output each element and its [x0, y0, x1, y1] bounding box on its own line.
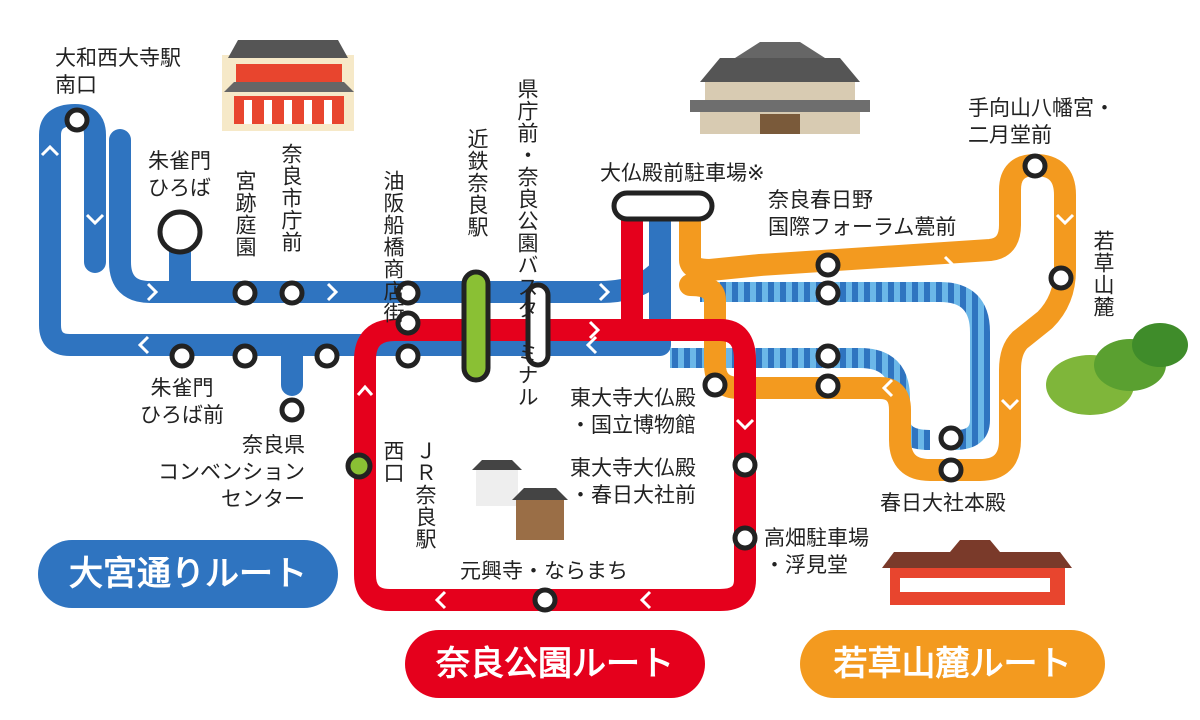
naramachi-houses-illustration — [472, 460, 568, 540]
station-blue-3[interactable] — [314, 343, 340, 369]
label-kencho-bus: 県庁前・奈良公園バスターミナル — [515, 78, 539, 408]
station-wakakusa-sanroku[interactable] — [1048, 265, 1074, 291]
label-nishiguchi: 西口 — [381, 440, 405, 484]
station-gangoji[interactable] — [532, 587, 558, 613]
legend-nara-park-route: 奈良公園ルート — [405, 630, 705, 698]
label-kintetsu-nara: 近鉄奈良駅 — [465, 128, 489, 238]
wakakusa-hills-illustration — [1046, 323, 1188, 415]
direction-arrows — [40, 144, 1075, 610]
label-kasugano: 奈良春日野 国際フォーラム甍前 — [768, 188, 957, 239]
station-nara-shiyakusho[interactable] — [279, 280, 305, 306]
station-suzakumon-hiroba[interactable] — [157, 209, 203, 255]
station-abura-sakafune[interactable] — [395, 280, 421, 306]
station-abura-sakafune-2[interactable] — [395, 310, 421, 336]
label-suzakumon-mae: 朱雀門 ひろば前 — [140, 376, 224, 427]
station-kasugano[interactable] — [815, 252, 841, 278]
station-kintetsu-nara[interactable] — [461, 269, 491, 383]
station-blue-2[interactable] — [232, 343, 258, 369]
label-todaiji-museum: 東大寺大仏殿 ・国立博物館 — [570, 386, 696, 437]
nara-park-route-line — [354, 209, 756, 611]
legend-omiya-route: 大宮通りルート — [38, 540, 338, 608]
station-tamukeyama[interactable] — [1022, 153, 1048, 179]
station-suzakumon-mae[interactable] — [169, 343, 195, 369]
label-tamukeyama: 手向山八幡宮・ 二月堂前 — [968, 96, 1115, 147]
label-kasuga-taisha: 春日大社本殿 — [880, 491, 1006, 515]
station-kasuga-taisha-1[interactable] — [938, 425, 964, 451]
omiya-route-line — [39, 104, 671, 396]
station-kasugano-2[interactable] — [815, 280, 841, 306]
station-markers — [64, 107, 1074, 613]
legend-wakakusa-route: 若草山麓ルート — [800, 630, 1105, 698]
station-takabatake[interactable] — [732, 525, 758, 551]
station-kasuga-taisha[interactable] — [938, 457, 964, 483]
station-kyuseki-teien[interactable] — [232, 280, 258, 306]
station-todaiji-museum[interactable] — [702, 372, 728, 398]
label-convention: 奈良県 コンベンション センター — [158, 433, 305, 511]
kasuga-taisha-illustration — [882, 540, 1072, 605]
label-takabatake: 高畑駐車場 ・浮見堂 — [764, 526, 869, 577]
heijo-palace-illustration — [222, 40, 354, 131]
label-gangoji: 元興寺・ならまち — [460, 559, 628, 583]
station-jr-nara-nishiguchi[interactable] — [345, 452, 373, 480]
station-todaiji-kasuga[interactable] — [732, 452, 758, 478]
todaiji-daibutsuden-illustration — [690, 42, 870, 134]
label-yamato-saidaiji: 大和西大寺駅 南口 — [55, 46, 181, 97]
label-kyuseki-teien: 宮跡庭園 — [233, 170, 257, 258]
station-daibutsuden-parking[interactable] — [611, 190, 715, 222]
station-dashed-1[interactable] — [815, 343, 841, 369]
station-convention[interactable] — [279, 397, 305, 423]
station-abura-sakafune-3[interactable] — [395, 343, 421, 369]
label-daibutsuden-parking: 大仏殿前駐車場※ — [600, 161, 765, 185]
label-wakakusa-sanroku: 若草山麓 — [1091, 230, 1115, 318]
station-dashed-2[interactable] — [815, 373, 841, 399]
label-todaiji-kasuga: 東大寺大仏殿 ・春日大社前 — [570, 456, 696, 507]
station-kencho-bus[interactable] — [525, 282, 551, 368]
label-abura-sakafune: 油阪船橋商店街 — [381, 170, 405, 324]
label-suzakumon-hiroba: 朱雀門 ひろば — [148, 149, 211, 200]
label-jr-nara: ＪＲ奈良駅 — [413, 440, 437, 550]
label-nara-shiyakusho: 奈良市庁前 — [279, 143, 303, 253]
station-yamato-saidaiji[interactable] — [64, 107, 90, 133]
